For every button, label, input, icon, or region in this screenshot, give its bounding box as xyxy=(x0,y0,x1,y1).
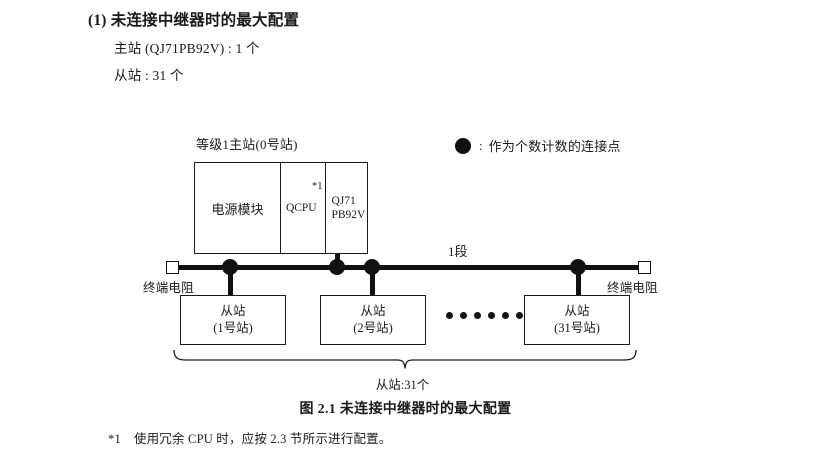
qj71pb92v-module-label-line1: QJ71 xyxy=(331,194,356,207)
ellipsis-dot xyxy=(474,312,481,319)
slave-count-label: 从站:31个 xyxy=(375,378,430,392)
slave-drop-line-2 xyxy=(370,267,375,296)
qj71pb92v-module: QJ71 PB92V xyxy=(325,163,367,253)
master-station-box: 电源模块 QCPU *1 QJ71 PB92V xyxy=(194,162,368,254)
terminator-right-label: 终端电阻 xyxy=(607,281,658,295)
terminator-right-icon xyxy=(638,261,651,274)
slave-drop-line-31 xyxy=(576,267,581,296)
qj71pb92v-module-label-line2: PB92V xyxy=(331,209,366,221)
power-supply-module: 电源模块 xyxy=(195,163,280,253)
slave-drop-line-1 xyxy=(228,267,233,296)
brace-icon xyxy=(173,349,637,369)
slave-station-2-line1: 从站 xyxy=(360,304,386,319)
qcpu-module: QCPU *1 xyxy=(279,163,326,253)
slave-station-31-line2: (31号站) xyxy=(554,321,600,335)
footnote-mark: *1 xyxy=(108,432,121,446)
footnote-text: 使用冗余 CPU 时，应按 2.3 节所示进行配置。 xyxy=(133,432,392,446)
segment-label: 1段 xyxy=(448,244,468,259)
bus-trunk-line xyxy=(176,265,642,270)
legend-separator: : xyxy=(479,137,483,153)
slave-station-box-31: 从站 (31号站) xyxy=(524,295,630,345)
master-station-caption: 等级1主站(0号站) xyxy=(196,137,298,152)
slave-station-box-1: 从站 (1号站) xyxy=(180,295,286,345)
legend: : 作为个数计数的连接点 xyxy=(455,136,621,155)
heading-section: (1) 未连接中继器时的最大配置 主站 (QJ71PB92V) : 1 个 从站… xyxy=(88,8,688,84)
ellipsis-dot xyxy=(502,312,509,319)
slave-station-31-line1: 从站 xyxy=(564,304,590,319)
heading-line-slave: 从站 : 31 个 xyxy=(114,68,184,83)
terminator-left-icon xyxy=(166,261,179,274)
slave-count-brace xyxy=(172,349,638,375)
ellipsis-dot xyxy=(446,312,453,319)
ellipsis-dot xyxy=(516,312,523,319)
qcpu-footnote-mark: *1 xyxy=(311,181,323,192)
slave-station-2-line2: (2号站) xyxy=(353,321,393,335)
connection-node-dot xyxy=(329,259,345,275)
slave-station-box-2: 从站 (2号站) xyxy=(320,295,426,345)
qcpu-module-label: QCPU xyxy=(285,202,317,214)
heading-line-master: 主站 (QJ71PB92V) : 1 个 xyxy=(114,41,260,56)
terminator-left-label: 终端电阻 xyxy=(143,281,194,295)
slave-station-1-line1: 从站 xyxy=(220,304,246,319)
ellipsis-dot xyxy=(488,312,495,319)
footnote: *1 使用冗余 CPU 时，应按 2.3 节所示进行配置。 xyxy=(108,428,392,447)
figure-caption: 图 2.1 未连接中继器时的最大配置 xyxy=(299,402,512,417)
slave-station-1-line2: (1号站) xyxy=(213,321,253,335)
filled-circle-icon xyxy=(455,137,471,154)
power-supply-module-label: 电源模块 xyxy=(211,201,264,217)
page-title: (1) 未连接中继器时的最大配置 xyxy=(88,12,300,29)
ellipsis-dot xyxy=(460,312,467,319)
legend-label: 作为个数计数的连接点 xyxy=(488,139,621,154)
ellipsis-indicator xyxy=(446,312,523,319)
